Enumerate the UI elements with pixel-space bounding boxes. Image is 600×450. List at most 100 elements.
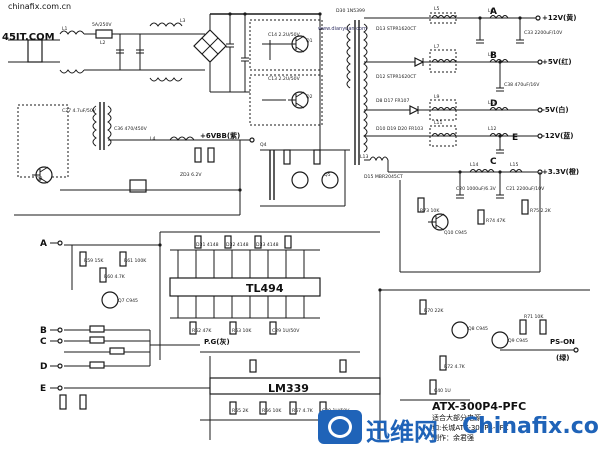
chip-lm339: LM339: [268, 382, 309, 395]
label-r62: R62 47K: [192, 328, 212, 334]
marker-d: D: [490, 99, 497, 109]
label-l12: L12: [488, 126, 496, 132]
label-d31: D31 4148: [196, 242, 219, 248]
main-transformer: [320, 20, 368, 165]
label-r61: R61 100K: [124, 258, 147, 264]
label-d15: D15 MBR2045CT: [364, 174, 403, 180]
terminal-node: [57, 363, 63, 369]
label-c36: C36 470/450V: [114, 126, 148, 132]
label-d12: D12 STPR1620CT: [376, 74, 416, 80]
terminal-label: D: [40, 362, 47, 372]
label-r73: R73 10K: [420, 208, 440, 214]
watermark-center: www.dianyuan.com: [318, 26, 367, 32]
out-12v: +12V(黄): [542, 13, 576, 22]
label-c20: C20 1000uF/6.3V: [456, 186, 497, 192]
out-pg: P.G(灰): [204, 337, 230, 346]
label-r72: R72 4.7K: [444, 364, 466, 370]
label-l8: L8: [488, 52, 494, 58]
emi-filter: [8, 13, 320, 93]
rail-n5v: [364, 99, 543, 121]
title-line2: 如:长城ATX-300P4-PFC: [432, 423, 509, 432]
label-l11: L11: [434, 120, 442, 126]
label-q1: Q1: [306, 38, 313, 44]
label-d13: D13 STPR1620CT: [376, 26, 416, 32]
out-3v3: +3.3V(橙): [542, 167, 579, 176]
label-c27: C27 4.7uF/50V: [62, 108, 97, 114]
label-l5: L5: [434, 6, 440, 12]
label-d30: D30 1N5399: [336, 8, 365, 14]
label-fuse: 5A/250V: [92, 22, 112, 28]
label-q8: Q8 C945: [468, 326, 488, 332]
label-zd: ZD3 6.2V: [180, 172, 202, 178]
label-r59: R59 15K: [84, 258, 104, 264]
marker-a: A: [490, 7, 497, 17]
label-q3: Q3: [36, 176, 43, 182]
label-q7: Q7 C945: [118, 298, 138, 304]
label-l14: L14: [470, 162, 478, 168]
terminal-label: B: [40, 326, 47, 336]
half-bridge-stage: [249, 14, 323, 150]
junctions: [158, 12, 522, 292]
rail-12v: [364, 12, 541, 44]
terminal-label: E: [40, 384, 46, 394]
label-c13: C13 2.2U/50V: [268, 76, 301, 82]
watermark-top: chinafix.com.cn: [8, 2, 71, 11]
out-pson-sub: (绿): [556, 353, 569, 362]
out-n12v: -12V(蓝): [542, 131, 573, 140]
label-l6: L6: [488, 8, 494, 14]
label-d33: D33 4148: [256, 242, 279, 248]
label-l3: L3: [180, 18, 186, 24]
label-c21: C21 2200uF/10V: [506, 186, 545, 192]
label-r75: R75 2.2K: [530, 208, 552, 214]
terminal-node: [57, 327, 63, 333]
label-l7: L7: [434, 44, 440, 50]
protection-circuits: [59, 244, 210, 410]
label-r74: R74 47K: [486, 218, 506, 224]
label-d10: D10 D19 D20 FR103: [376, 126, 423, 132]
label-q9: Q9 C945: [508, 338, 528, 344]
watermark-left: 45IT.COM: [2, 32, 55, 43]
out-5vsb: +6VBB(紫): [200, 131, 240, 140]
label-c38: C38 470uF/16V: [504, 82, 540, 88]
rail-5v: [364, 49, 543, 92]
label-l10: L10: [488, 100, 496, 106]
label-l1: L1: [62, 26, 68, 32]
rail-n12v: [364, 125, 543, 154]
label-r70: R70 22K: [424, 308, 444, 314]
label-l15: L15: [510, 162, 518, 168]
marker-e: E: [512, 133, 518, 143]
label-l4: L4: [150, 136, 156, 142]
driver-stage: [260, 149, 346, 207]
brand-logo-icon: [318, 410, 362, 444]
label-c14: C14 2.2U/50V: [268, 32, 301, 38]
label-r66: R66 10K: [262, 408, 282, 414]
marker-b: B: [490, 51, 497, 61]
label-r60: R60 4.7K: [104, 274, 126, 280]
out-5v: +5V(红): [542, 57, 572, 66]
label-l13: L13: [360, 154, 368, 160]
pson-circuit: [379, 289, 590, 420]
label-q10: Q10 C945: [444, 230, 467, 236]
out-n5v: -5V(白): [542, 105, 569, 114]
title-line1: 适合大部分电源: [432, 413, 481, 422]
regulator-3v3: [399, 180, 540, 273]
terminal-node: [57, 338, 63, 344]
out-pson: PS-ON: [550, 338, 575, 346]
title-line3: 制作：余君强: [432, 433, 474, 442]
label-l2: L2: [100, 40, 106, 46]
label-q4: Q4: [260, 142, 267, 148]
chip-tl494: TL494: [246, 282, 284, 295]
brand-cn: 迅维网: [366, 418, 438, 446]
label-l9: L9: [434, 94, 440, 100]
marker-c: C: [490, 157, 497, 167]
label-c40: C40 1U: [434, 388, 451, 394]
label-c29: C29 1U/50V: [272, 328, 300, 334]
label-q5: Q5: [324, 172, 331, 178]
label-r67: R67 4.7K: [292, 408, 314, 414]
title-model: ATX-300P4-PFC: [432, 400, 526, 413]
brand-url: Chinafix.com: [462, 414, 600, 439]
label-q2: Q2: [306, 94, 313, 100]
tl494-block: [159, 231, 380, 360]
rail-3v3: [364, 156, 543, 272]
